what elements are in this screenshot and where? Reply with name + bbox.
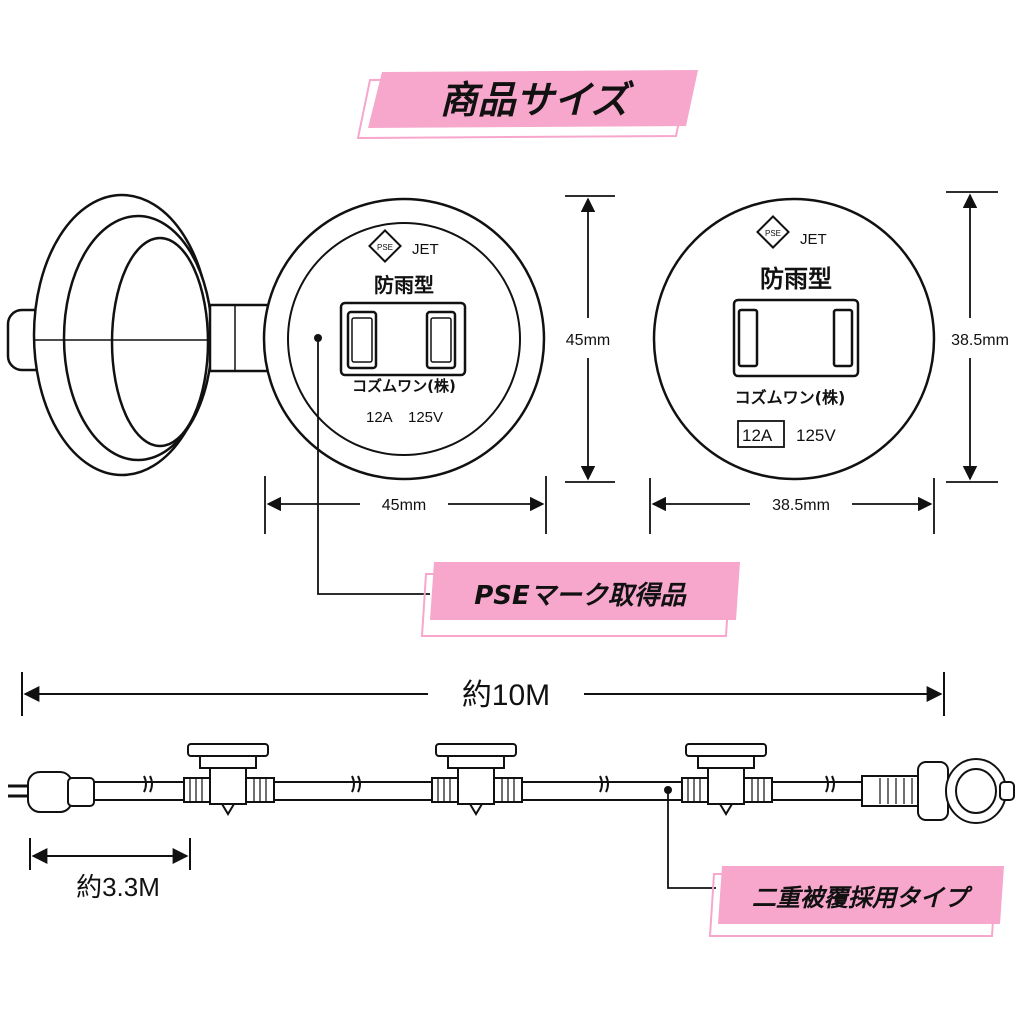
end-outlet-icon <box>861 758 1015 824</box>
outlet-left-type: 防雨型 <box>374 273 434 297</box>
outlet-right-volt: 125V <box>796 426 836 445</box>
cable-callout-label: 二重被覆採用タイプ <box>752 884 973 912</box>
outlet-right-maker: コズムワン(株) <box>735 388 846 407</box>
plug-length-dimension <box>29 838 191 870</box>
pse-callout: PSEマーク取得品 <box>314 334 740 637</box>
outlet-left-volt: 125V <box>408 409 443 426</box>
total-length-dimension <box>21 672 945 716</box>
outlet-right-amp: 12A <box>742 426 773 445</box>
right-width-dimension <box>649 478 935 534</box>
left-height-dimension <box>565 195 615 483</box>
outlet-face-38 <box>652 197 936 481</box>
title-banner: 商品サイズ <box>356 70 698 140</box>
pse-diamond-icon <box>368 229 402 263</box>
left-width-dimension <box>264 476 547 534</box>
pse-callout-label: PSEマーク取得品 <box>474 581 687 611</box>
outlet-icon <box>431 743 523 816</box>
outlet-left-amp: 12A <box>366 409 393 426</box>
extension-cable <box>8 743 1015 824</box>
outlet-right-pse: PSE <box>765 229 781 238</box>
right-height-dimension <box>946 191 998 483</box>
cap-icon <box>6 193 270 477</box>
left-width-label: 45mm <box>382 497 426 514</box>
outlet-right-jet: JET <box>800 231 827 248</box>
plug-icon <box>8 771 95 813</box>
cable-callout: 二重被覆採用タイプ <box>664 786 1004 937</box>
amp-box <box>737 420 785 448</box>
right-width-label: 38.5mm <box>772 497 830 514</box>
total-length-label: 約10M <box>462 679 550 712</box>
outlet-left-pse: PSE <box>377 243 393 252</box>
outlet-icon <box>681 743 773 816</box>
left-height-label: 45mm <box>566 332 610 349</box>
right-height-label: 38.5mm <box>951 332 1009 349</box>
outlet-left-jet: JET <box>412 241 439 258</box>
plug-length-label: 約3.3M <box>76 872 160 902</box>
page-title: 商品サイズ <box>440 78 635 122</box>
outlet-with-cap <box>6 193 546 481</box>
outlet-right-type: 防雨型 <box>760 265 832 293</box>
outlet-left-maker: コズムワン(株) <box>352 377 456 395</box>
pse-diamond-icon <box>756 215 790 249</box>
